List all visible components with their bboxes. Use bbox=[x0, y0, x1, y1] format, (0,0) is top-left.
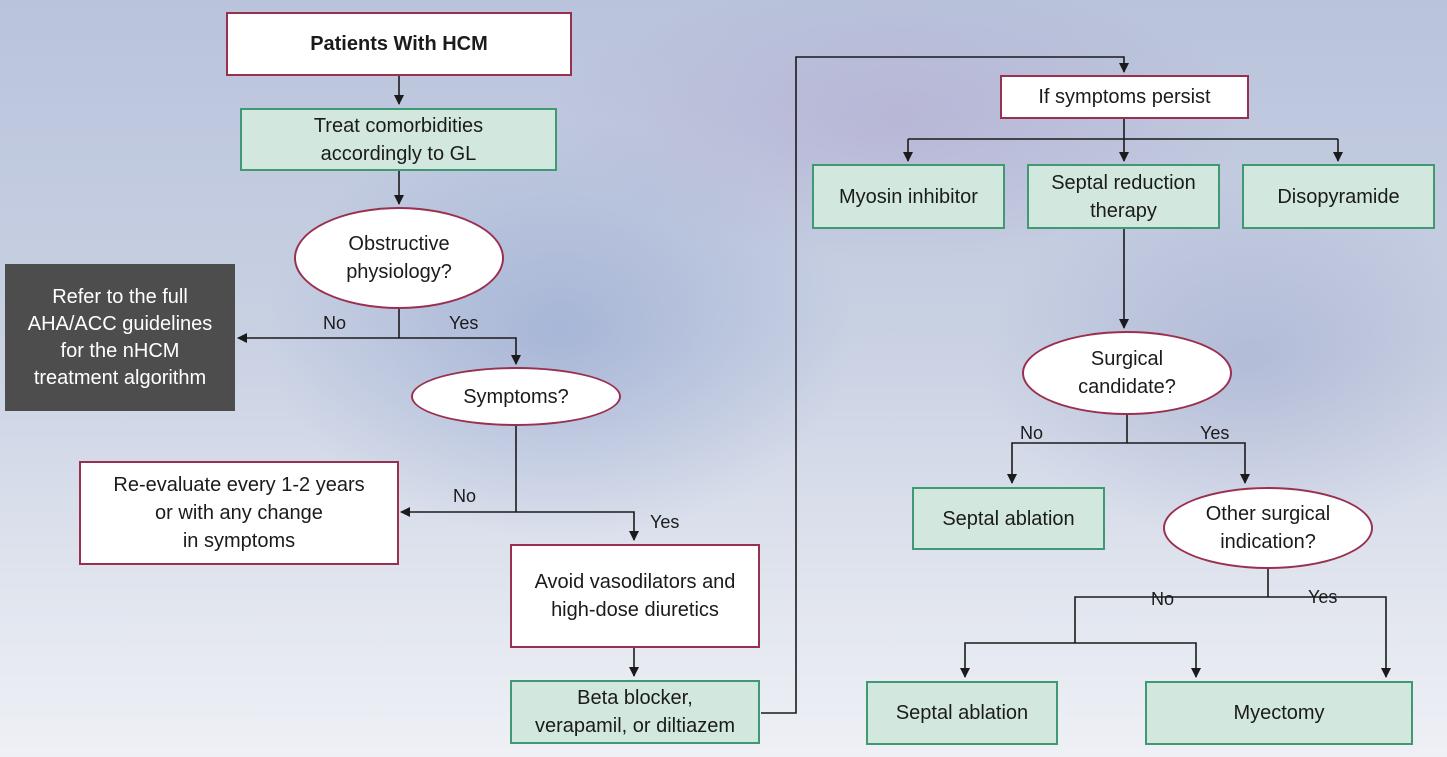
symptoms-persist-text: If symptoms persist bbox=[1038, 86, 1211, 108]
septal-ablation-2-text: Septal ablation bbox=[895, 702, 1029, 724]
septal-reduction-text: Septal reduction therapy bbox=[1051, 171, 1196, 222]
septal-ablation-1-text: Septal ablation bbox=[942, 507, 1075, 530]
label-other-no: No bbox=[1151, 589, 1175, 609]
arrow-symptoms-yes bbox=[516, 511, 639, 541]
other-surgical-decision: Other surgical indication? bbox=[1163, 487, 1373, 569]
label-symptoms-yes: Yes bbox=[650, 512, 680, 532]
line-other-no bbox=[1074, 596, 1268, 643]
start-text: Patients With HCM bbox=[310, 33, 488, 55]
beta-blocker-node: Beta blocker, verapamil, or diltiazem bbox=[510, 680, 760, 744]
arrow-other-yes bbox=[1268, 596, 1391, 678]
arrow-surgical-yes bbox=[1127, 442, 1250, 484]
obstructive-text: Obstructive physiology? bbox=[346, 233, 452, 283]
label-symptoms-no: No bbox=[453, 486, 477, 506]
avoid-vasodilators-node: Avoid vasodilators and high-dose diureti… bbox=[510, 544, 760, 648]
obstructive-decision: Obstructive physiology? bbox=[294, 207, 504, 309]
arrow-beta-to-persist bbox=[761, 56, 1129, 714]
label-surgical-yes: Yes bbox=[1200, 423, 1230, 443]
avoid-text: Avoid vasodilators and high-dose diureti… bbox=[534, 571, 736, 621]
start-node: Patients With HCM bbox=[226, 12, 572, 76]
disopyramide-text: Disopyramide bbox=[1277, 185, 1400, 208]
surgical-candidate-text: Surgical candidate? bbox=[1078, 348, 1176, 398]
myosin-text: Myosin inhibitor bbox=[839, 185, 978, 208]
label-surgical-no: No bbox=[1020, 423, 1044, 443]
surgical-candidate-decision: Surgical candidate? bbox=[1022, 331, 1232, 415]
myosin-inhibitor-node: Myosin inhibitor bbox=[812, 164, 1005, 229]
myectomy-text: Myectomy bbox=[1233, 702, 1325, 724]
label-other-yes: Yes bbox=[1308, 587, 1338, 607]
symptoms-decision: Symptoms? bbox=[411, 367, 621, 426]
arrow-other-no-right bbox=[1075, 642, 1201, 678]
beta-blocker-text: Beta blocker, verapamil, or diltiazem bbox=[534, 687, 736, 737]
symptoms-persist-node: If symptoms persist bbox=[1000, 75, 1249, 119]
refer-text: Refer to the full AHA/ACC guidelines for… bbox=[27, 285, 213, 389]
reevaluate-node: Re-evaluate every 1-2 years or with any … bbox=[79, 461, 399, 565]
septal-ablation-node-1: Septal ablation bbox=[912, 487, 1105, 550]
disopyramide-node: Disopyramide bbox=[1242, 164, 1435, 229]
reevaluate-text: Re-evaluate every 1-2 years or with any … bbox=[113, 474, 365, 552]
refer-guidelines-node: Refer to the full AHA/ACC guidelines for… bbox=[5, 264, 235, 411]
treat-comorbidities-node: Treat comorbidities accordingly to GL bbox=[240, 108, 557, 171]
septal-reduction-node: Septal reduction therapy bbox=[1027, 164, 1220, 229]
symptoms-text: Symptoms? bbox=[463, 385, 569, 408]
label-obstructive-no: No bbox=[323, 313, 347, 333]
arrow-obstructive-yes bbox=[399, 337, 521, 365]
label-obstructive-yes: Yes bbox=[449, 313, 479, 333]
arrow-other-no-left bbox=[960, 642, 1075, 678]
other-surgical-text: Other surgical indication? bbox=[1205, 503, 1331, 553]
arrow-surgical-no bbox=[1007, 442, 1127, 484]
treat-comorbidities-text: Treat comorbidities accordingly to GL bbox=[313, 114, 484, 165]
myectomy-node: Myectomy bbox=[1145, 681, 1413, 745]
septal-ablation-node-2: Septal ablation bbox=[866, 681, 1058, 745]
